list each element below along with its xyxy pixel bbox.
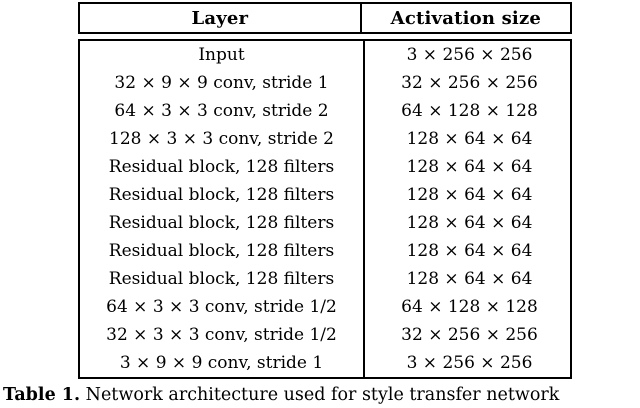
cell-activation-size: 128 × 64 × 64: [406, 213, 533, 233]
table-row: Residual block, 128 filters 128 × 64 × 64: [80, 265, 574, 293]
table-row: Residual block, 128 filters 128 × 64 × 64: [80, 209, 574, 237]
cell-layer: Residual block, 128 filters: [80, 153, 365, 181]
architecture-table: Layer Activation size Input 3 × 256 × 256…: [78, 2, 572, 379]
column-header-activation-size: Activation size: [390, 7, 542, 29]
cell-layer: Input: [80, 41, 365, 69]
cell-activation-size: 64 × 128 × 128: [401, 101, 538, 121]
table-header-box: Layer Activation size: [78, 2, 572, 34]
cell-activation-size: 128 × 64 × 64: [406, 129, 533, 149]
cell-layer: Residual block, 128 filters: [80, 265, 365, 293]
table-body-box: Input 3 × 256 × 256 32 × 9 × 9 conv, strid…: [78, 39, 572, 379]
cell-activation-size: 32 × 256 × 256: [401, 73, 538, 93]
cell-activation-size: 128 × 64 × 64: [406, 269, 533, 289]
table-body: Input 3 × 256 × 256 32 × 9 × 9 conv, strid…: [80, 41, 574, 377]
table-row: Input 3 × 256 × 256: [80, 41, 574, 69]
cell-layer: Residual block, 128 filters: [80, 237, 365, 265]
cell-activation-size: 128 × 64 × 64: [406, 241, 533, 261]
caption-label: Table 1.: [3, 385, 81, 405]
cell-layer: Residual block, 128 filters: [80, 181, 365, 209]
cell-activation-size: 32 × 256 × 256: [401, 325, 538, 345]
cell-layer: 64 × 3 × 3 conv, stride 1/2: [80, 293, 365, 321]
table-row: 64 × 3 × 3 conv, stride 2 64 × 128 × 128: [80, 97, 574, 125]
cell-activation-size: 128 × 64 × 64: [406, 185, 533, 205]
table-caption: Table 1. Network architecture used for s…: [3, 385, 640, 406]
cell-activation-size: 128 × 64 × 64: [406, 157, 533, 177]
column-header-layer: Layer: [80, 4, 362, 32]
cell-activation-size: 3 × 256 × 256: [406, 353, 533, 373]
table-row: Residual block, 128 filters 128 × 64 × 64: [80, 237, 574, 265]
cell-layer: 32 × 3 × 3 conv, stride 1/2: [80, 321, 365, 349]
table-row: 32 × 3 × 3 conv, stride 1/2 32 × 256 × 25…: [80, 321, 574, 349]
cell-layer: 32 × 9 × 9 conv, stride 1: [80, 69, 365, 97]
table-row: Residual block, 128 filters 128 × 64 × 64: [80, 181, 574, 209]
cell-layer: Residual block, 128 filters: [80, 209, 365, 237]
cell-layer: 3 × 9 × 9 conv, stride 1: [80, 349, 365, 377]
cell-activation-size: 64 × 128 × 128: [401, 297, 538, 317]
table-row: 32 × 9 × 9 conv, stride 1 32 × 256 × 256: [80, 69, 574, 97]
table-row: 128 × 3 × 3 conv, stride 2 128 × 64 × 64: [80, 125, 574, 153]
table-row: 3 × 9 × 9 conv, stride 1 3 × 256 × 256: [80, 349, 574, 377]
table-row: 64 × 3 × 3 conv, stride 1/2 64 × 128 × 12…: [80, 293, 574, 321]
cell-activation-size: 3 × 256 × 256: [406, 45, 533, 65]
caption-text: Network architecture used for style tran…: [80, 385, 560, 405]
table-row: Residual block, 128 filters 128 × 64 × 64: [80, 153, 574, 181]
cell-layer: 64 × 3 × 3 conv, stride 2: [80, 97, 365, 125]
cell-layer: 128 × 3 × 3 conv, stride 2: [80, 125, 365, 153]
